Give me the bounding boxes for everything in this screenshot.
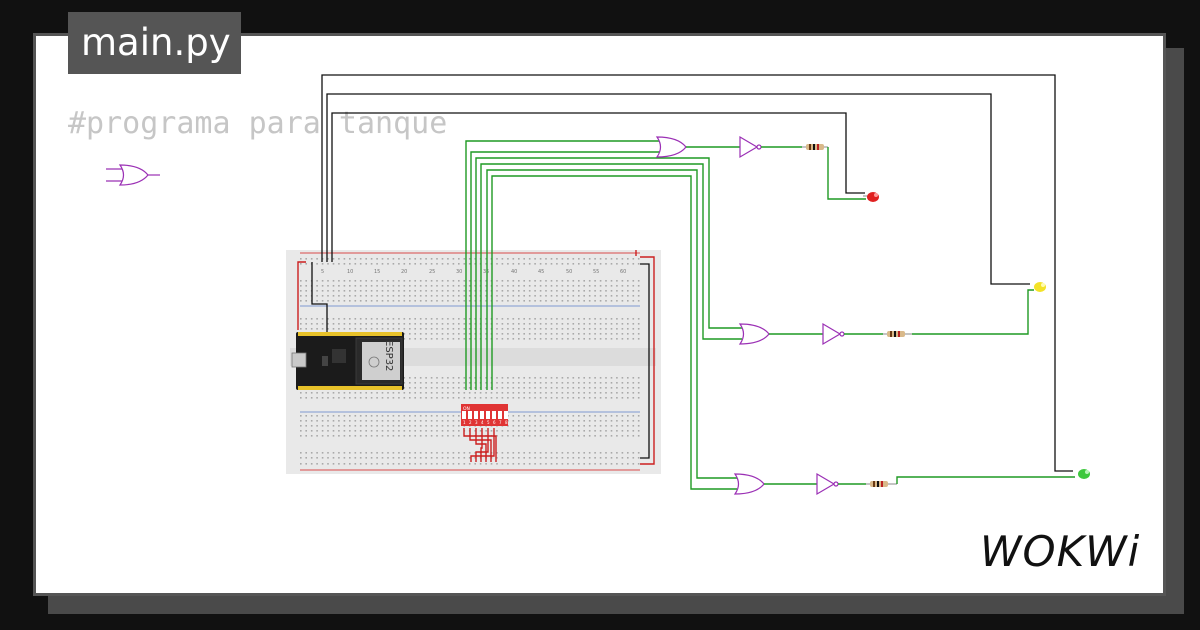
- dip-switch-key[interactable]: [474, 411, 478, 419]
- not-gate-1: [739, 135, 759, 159]
- dip-switch-key[interactable]: [486, 411, 490, 419]
- green-led[interactable]: [1078, 469, 1090, 479]
- standalone-or-gate[interactable]: [106, 164, 160, 186]
- dip-switch-key[interactable]: [492, 411, 496, 419]
- svg-text:3: 3: [475, 420, 478, 425]
- dip-switch[interactable]: ON 1 2 3 4 5 6 7 8: [461, 404, 508, 462]
- svg-text:7: 7: [499, 420, 502, 425]
- not-gate-2: [822, 322, 842, 346]
- dip-switch-key[interactable]: [468, 411, 472, 419]
- resistor-1: [802, 144, 828, 150]
- bb-col-number: 35: [483, 269, 489, 275]
- yellow-led[interactable]: [1034, 282, 1046, 292]
- svg-text:5: 5: [487, 420, 490, 425]
- or-gate-3: [733, 473, 765, 495]
- bb-col-number: 10: [347, 269, 353, 275]
- dip-switch-on-label: ON: [463, 406, 470, 412]
- bb-col-number: 55: [593, 269, 599, 275]
- bb-col-number: 40: [511, 269, 517, 275]
- signal-wires[interactable]: [465, 140, 742, 490]
- bb-col-number: 45: [538, 269, 544, 275]
- bb-col-number: 30: [456, 269, 462, 275]
- or-gate-2: [738, 323, 770, 345]
- esp32-black-wires[interactable]: [311, 74, 1073, 472]
- code-line-1: #programa para tanque: [68, 106, 448, 141]
- wokwi-logo-text: WOKWi: [980, 527, 1140, 576]
- dip-switch-numbers: 1 2 3 4 5 6 7 8: [463, 420, 508, 425]
- svg-text:2: 2: [469, 420, 472, 425]
- resistor-2: [883, 331, 912, 337]
- code-editor[interactable]: #programa para tanque: [68, 106, 447, 142]
- wokwi-logo: WOKWi: [980, 527, 1140, 576]
- dip-switch-key[interactable]: [462, 411, 466, 419]
- svg-text:6: 6: [493, 420, 496, 425]
- esp32-board[interactable]: ESP32: [291, 332, 404, 390]
- gate-chain-green[interactable]: [733, 472, 1075, 496]
- dip-switch-key[interactable]: [504, 411, 508, 419]
- bb-col-number: 20: [401, 269, 407, 275]
- svg-text:4: 4: [481, 420, 484, 425]
- svg-text:1: 1: [463, 420, 466, 425]
- file-tab-label: main.py: [81, 21, 231, 64]
- breadboard-holes[interactable]: [300, 258, 640, 465]
- bb-col-number: 50: [566, 269, 572, 275]
- gate-chain-yellow[interactable]: [738, 289, 1034, 346]
- bb-col-number: 25: [429, 269, 435, 275]
- svg-text:8: 8: [505, 420, 508, 425]
- resistor-3: [866, 481, 897, 487]
- gate-chain-red[interactable]: [655, 135, 866, 200]
- or-gate-1: [655, 136, 687, 158]
- breadboard-column-numbers: 5 10 15 20 25 30 35 40 45 50 55 60: [321, 269, 626, 275]
- power-rail-wires[interactable]: [297, 250, 655, 465]
- bb-col-number: 15: [374, 269, 380, 275]
- bb-col-number: 5: [321, 269, 324, 275]
- esp32-label: ESP32: [383, 340, 394, 371]
- bb-col-number: 60: [620, 269, 626, 275]
- file-tab[interactable]: main.py: [68, 12, 241, 74]
- not-gate-3: [816, 472, 836, 496]
- dip-switch-key[interactable]: [498, 411, 502, 419]
- dip-switch-key[interactable]: [480, 411, 484, 419]
- red-led[interactable]: [863, 192, 879, 202]
